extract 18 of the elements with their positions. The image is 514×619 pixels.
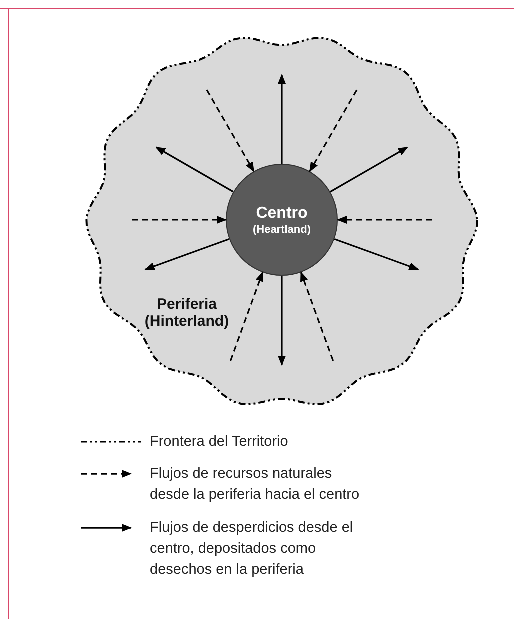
arrow: [278, 276, 286, 366]
center-title: Centro: [256, 204, 308, 222]
region-label: Periferia (Hinterland): [144, 296, 230, 330]
arrow: [337, 216, 432, 224]
arrow: [334, 238, 420, 270]
arrow: [300, 272, 334, 362]
arrow: [230, 272, 264, 362]
center-subtitle: (Heartland): [252, 222, 312, 236]
legend-text: Flujos de desperdicios desde el centro, depositados como desechos en la periferia: [150, 519, 354, 580]
arrow: [132, 216, 227, 224]
arrow: [330, 146, 408, 193]
arrow: [309, 90, 358, 172]
arrow: [156, 146, 234, 193]
legend-text: Flujos de recursos naturales desde la periferia hacia el centro: [150, 465, 361, 505]
arrow: [278, 74, 286, 164]
arrow: [206, 90, 255, 172]
legend-text: Frontera del Territorio: [150, 433, 290, 452]
arrow: [144, 238, 230, 270]
